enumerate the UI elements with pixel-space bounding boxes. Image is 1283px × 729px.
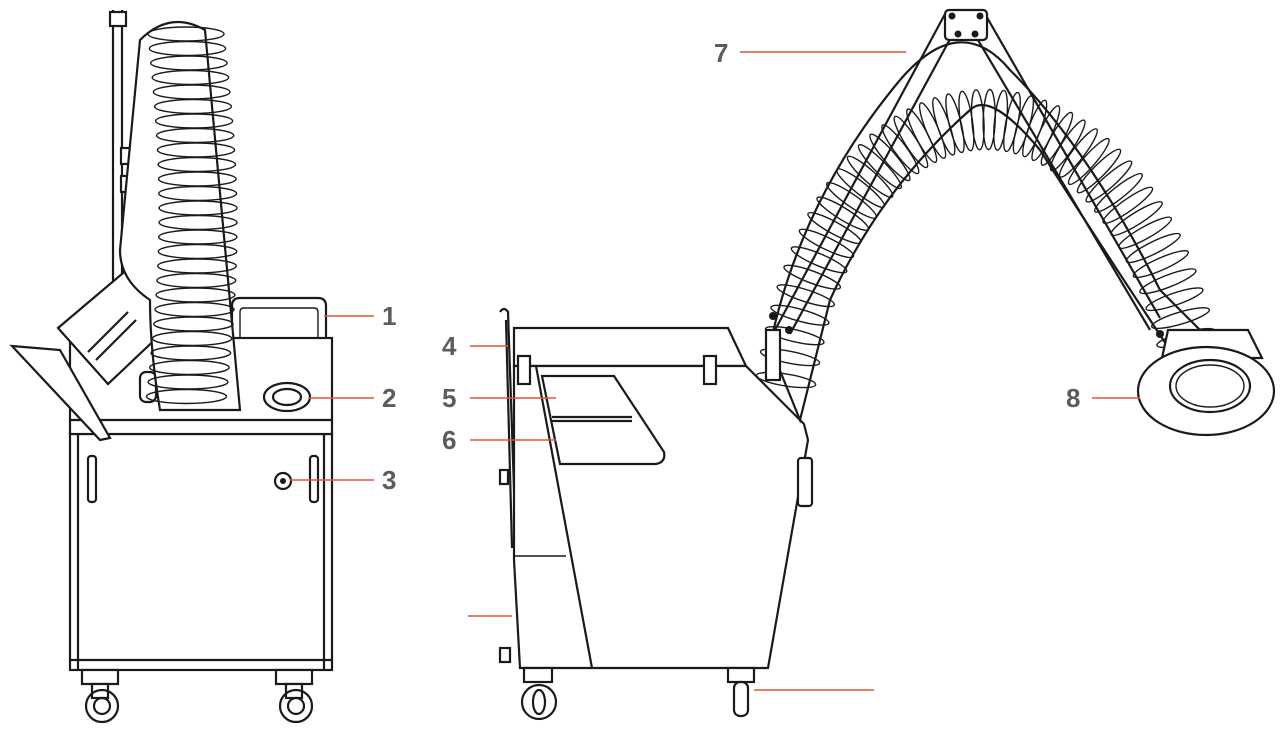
hose-rib [145,388,228,405]
arm-hose-rib [1067,137,1110,186]
front-right-caster [274,668,314,724]
arm-hose-rib [836,168,886,208]
leader-lines [290,51,1140,691]
push-handle [499,307,518,549]
power-switch [273,471,293,491]
callout-7: 7 [714,38,728,68]
callout-8: 8 [1066,383,1080,413]
callout-5: 5 [442,383,456,413]
arm-hose-rib [1150,307,1211,330]
front-left-caster [80,668,120,724]
front-left-latch [86,454,98,504]
side-rear-caster [520,666,558,721]
extraction-hood [1136,328,1276,437]
arm-hose-rib [755,371,817,389]
callout-6: 6 [442,425,456,455]
arm-hose-rib [764,325,825,346]
arm-hose-rib [825,181,878,219]
arm-hose-rib [1076,148,1122,194]
front-right-latch [308,454,320,504]
arm-hose-rib [1145,287,1204,312]
arm-hose-rib [776,284,836,308]
front-view-unit [9,10,334,724]
callout-4: 4 [442,331,457,361]
arm-hose-rib [846,155,894,199]
callout-labels: 1 2 3 4 5 6 7 8 [382,38,1080,495]
filter-window [540,374,666,466]
round-outlet [262,381,312,413]
arm-hose-rib [1102,186,1154,224]
side-rear-clamp [516,354,532,386]
callout-2: 2 [382,383,396,413]
top-handle [230,296,328,338]
callout-3: 3 [382,465,396,495]
arm-hose-rib [807,211,862,245]
arm-hose-rib [881,124,920,175]
arm-hose-rib [869,133,911,182]
front-flex-hose [118,20,242,412]
extraction-arm [755,8,1216,424]
arm-hose-rib [1093,172,1144,213]
arm-hose-rib [759,348,821,367]
arm-hose-rib [1139,268,1197,295]
side-view-unit [498,8,1276,721]
arm-hose-rib [783,264,842,290]
arm-hose-rib [1132,250,1190,279]
arm-hose-rib [1049,119,1086,172]
side-front-clamp [702,354,718,386]
arm-hose-rib [1085,160,1133,203]
arm-hose-rib [790,246,848,274]
side-control-box [796,456,814,508]
arm-hose-rib [816,196,870,231]
callout-1: 1 [382,301,396,331]
front-cabinet-body [68,432,334,672]
side-front-caster [726,666,756,718]
arm-hose-rib [798,228,855,259]
